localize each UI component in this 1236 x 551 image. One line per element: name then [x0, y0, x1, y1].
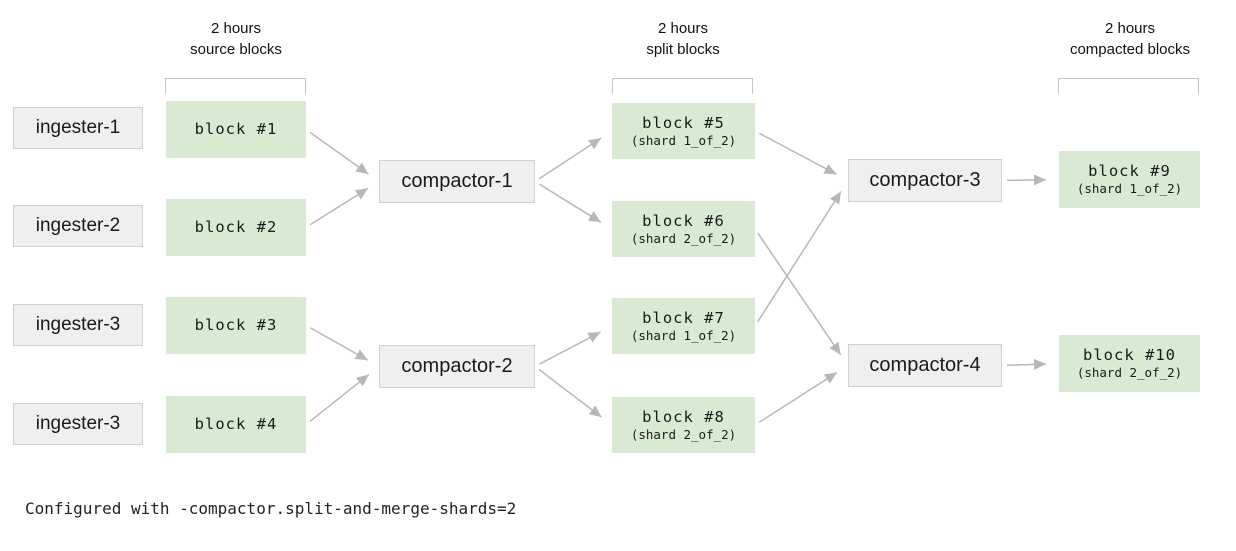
compactor-1-node: compactor-1 [379, 160, 535, 203]
block-shard-label: (shard 2_of_2) [1076, 365, 1183, 380]
source-blocks-bracket [165, 78, 306, 94]
edge-compactor-1-to-block-6 [538, 183, 602, 223]
ingester-3-node: ingester-3 [13, 304, 143, 346]
ingester-2-node: ingester-2 [13, 205, 143, 247]
compactor-label: compactor-2 [401, 355, 513, 377]
ingester-label: ingester-3 [35, 413, 121, 434]
source-block-4: block #4 [166, 396, 306, 453]
split-block-5: block #5 (shard 1_of_2) [612, 103, 755, 159]
compacted-blocks-header: 2 hours compacted blocks [1069, 20, 1191, 58]
block-shard-label: (shard 2_of_2) [630, 230, 737, 246]
edge-block-6-to-compactor-4 [757, 232, 842, 356]
block-label: block #7 [642, 308, 725, 327]
edge-block-7-to-compactor-3 [757, 191, 842, 323]
edge-compactor-2-to-block-8 [538, 368, 603, 418]
split-block-6: block #6 (shard 2_of_2) [612, 201, 755, 257]
edge-block-4-to-compactor-2 [309, 374, 370, 422]
block-label: block #4 [194, 415, 278, 433]
split-blocks-bracket [612, 78, 753, 94]
block-shard-label: (shard 2_of_2) [630, 426, 737, 442]
source-block-2: block #2 [166, 199, 306, 256]
block-shard-label: (shard 1_of_2) [1076, 181, 1183, 196]
source-block-1: block #1 [166, 101, 306, 158]
block-label: block #9 [1088, 162, 1171, 180]
config-caption: Configured with -compactor.split-and-mer… [25, 499, 517, 518]
edge-compactor-4-to-block-10 [1006, 358, 1047, 370]
block-label: block #1 [194, 120, 278, 138]
edge-block-1-to-compactor-1 [309, 131, 369, 175]
compactor-label: compactor-3 [869, 169, 981, 191]
edge-block-3-to-compactor-2 [310, 327, 369, 361]
compactor-3-node: compactor-3 [848, 159, 1002, 202]
split-block-8: block #8 (shard 2_of_2) [612, 397, 755, 453]
source-block-3: block #3 [166, 297, 306, 354]
ingester-label: ingester-2 [35, 215, 121, 236]
block-label: block #8 [642, 407, 725, 426]
block-shard-label: (shard 1_of_2) [630, 132, 737, 148]
compactor-label: compactor-1 [401, 170, 513, 192]
compactor-2-node: compactor-2 [379, 345, 535, 388]
compactor-4-node: compactor-4 [848, 344, 1002, 387]
split-block-7: block #7 (shard 1_of_2) [612, 298, 755, 354]
compacted-blocks-bracket [1058, 78, 1199, 94]
compacted-block-9: block #9 (shard 1_of_2) [1059, 151, 1200, 208]
block-label: block #2 [194, 218, 278, 236]
compactor-label: compactor-4 [869, 354, 981, 376]
ingester-1-node: ingester-1 [13, 107, 143, 149]
ingester-label: ingester-3 [35, 314, 121, 335]
source-blocks-header: 2 hours source blocks [190, 20, 282, 58]
edge-compactor-2-to-block-7 [539, 331, 601, 365]
block-shard-label: (shard 1_of_2) [630, 327, 737, 343]
compacted-block-10: block #10 (shard 2_of_2) [1059, 335, 1200, 392]
ingester-label: ingester-1 [35, 117, 121, 138]
edge-block-8-to-compactor-4 [758, 371, 838, 423]
edge-block-2-to-compactor-1 [309, 187, 369, 226]
block-label: block #3 [194, 316, 278, 334]
split-blocks-header: 2 hours split blocks [646, 20, 720, 58]
edge-block-5-to-compactor-3 [759, 132, 837, 176]
block-label: block #10 [1083, 346, 1176, 364]
block-label: block #6 [642, 211, 725, 230]
edge-compactor-1-to-block-5 [538, 137, 602, 180]
block-label: block #5 [642, 113, 725, 132]
edge-compactor-3-to-block-9 [1006, 174, 1047, 186]
ingester-4-node: ingester-3 [13, 403, 143, 445]
